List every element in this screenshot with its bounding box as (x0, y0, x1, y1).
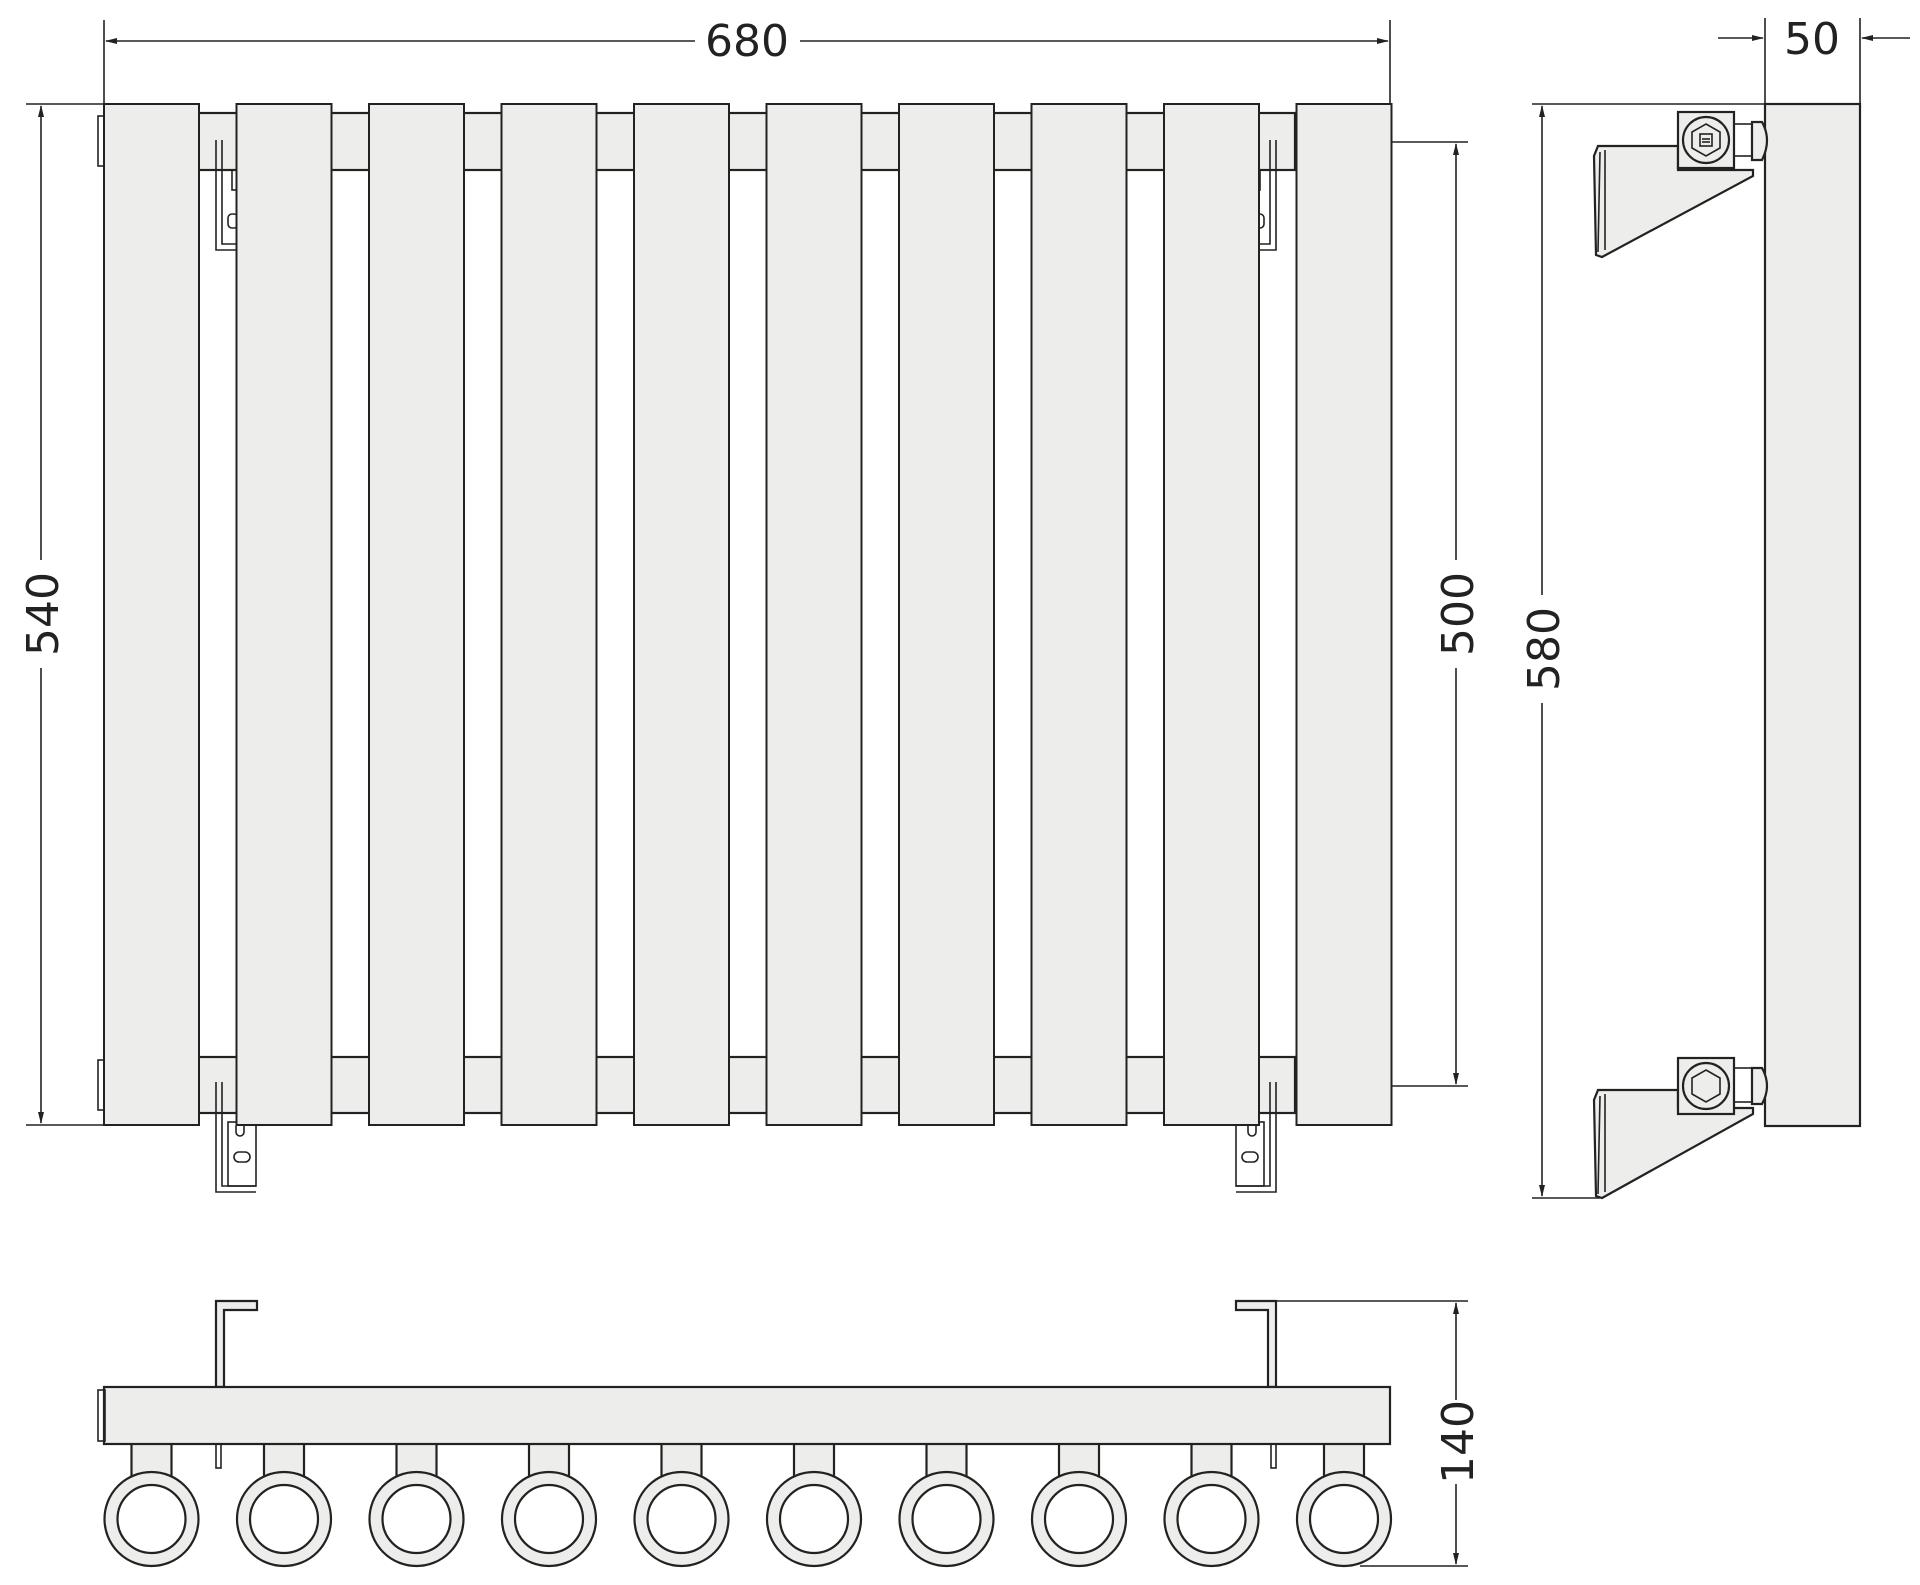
dim-height-side: 580 (1519, 103, 1765, 1199)
panel-end-ring-inner (911, 1483, 982, 1555)
left-top-bracket (215, 140, 239, 251)
top-collector-bar (193, 111, 1297, 172)
front-panels (103, 103, 1393, 1126)
dim-depth-bottom: 140 (1262, 1300, 1484, 1567)
front-panel (898, 103, 995, 1126)
front-panel (500, 103, 598, 1126)
front-panel (235, 103, 333, 1126)
panel-end-ring-inner (778, 1483, 850, 1555)
front-panel (1295, 103, 1393, 1126)
panel-end-ring-inner (248, 1483, 320, 1555)
panel-end-ring-inner (116, 1483, 187, 1555)
bottom-collector-bar (193, 1055, 1297, 1115)
panel-end-ring-inner (381, 1483, 452, 1555)
dim-height-left: 540 (18, 103, 104, 1126)
dim-height-connection-label: 500 (1433, 572, 1484, 656)
side-view: 50 580 (1519, 14, 1910, 1200)
front-view: 680 540 500 (18, 16, 1484, 1193)
front-panel (633, 103, 730, 1126)
dim-height-left-label: 540 (18, 572, 69, 656)
dim-depth-side: 50 (1718, 14, 1910, 104)
plan-end-cap (97, 1389, 106, 1442)
dim-depth-bottom-label: 140 (1433, 1400, 1484, 1484)
dim-height-connection: 500 (1392, 141, 1484, 1087)
panel-end-ring-inner (1308, 1483, 1380, 1555)
plan-view: 140 (97, 1299, 1484, 1568)
panel-end-ring-inner (646, 1483, 717, 1555)
panel-end-ring-inner (1043, 1483, 1115, 1555)
front-panel (1163, 103, 1260, 1126)
side-top-bracket (1592, 110, 1769, 259)
dim-width-label: 680 (705, 16, 789, 67)
front-panel (765, 103, 863, 1126)
plan-collector-bar (102, 1385, 1392, 1446)
front-panel (1030, 103, 1128, 1126)
dim-height-side-label: 580 (1519, 607, 1570, 691)
panel-end-ring-inner (513, 1483, 585, 1555)
side-bottom-bracket (1592, 1056, 1769, 1200)
plan-rings (103, 1470, 1393, 1568)
panel-end-ring-inner (1176, 1483, 1247, 1555)
front-panel (368, 103, 465, 1126)
dim-width-overall: 680 (103, 16, 1391, 104)
left-bottom-bracket (215, 1082, 257, 1193)
dim-depth-side-label: 50 (1784, 14, 1840, 65)
plan-stubs (130, 1440, 1366, 1484)
side-panel (1763, 102, 1862, 1128)
front-panel (103, 103, 200, 1126)
